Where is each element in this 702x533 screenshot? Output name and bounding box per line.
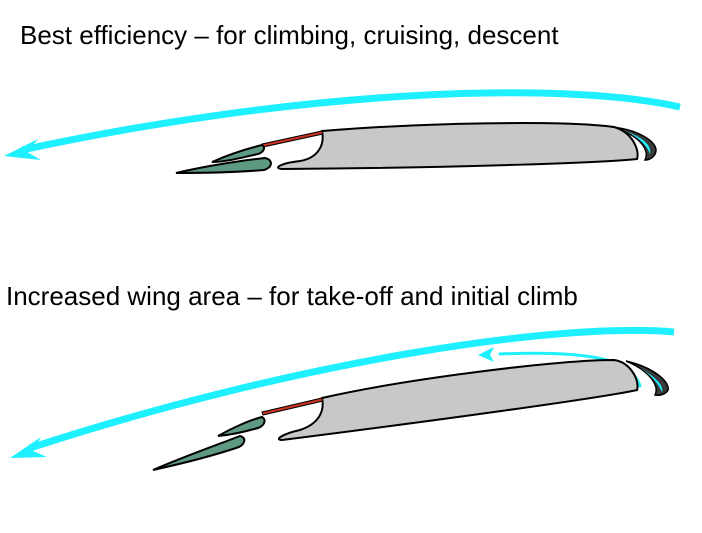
trailing-edge-flap-lower-bottom [152,434,246,471]
main-wing-body-bottom [277,358,639,442]
trailing-edge-flap-lower-top [175,156,272,174]
airflow-arrow-top [21,89,681,154]
airflow-arrow-bottom [28,326,675,452]
spoiler-bottom [261,397,324,416]
slat-gap-highlight-top [625,131,651,154]
slot-airflow-arrowhead [478,347,494,362]
takeoff-configuration [10,326,675,471]
spoiler-top [261,130,324,148]
trailing-edge-flap-upper-bottom [217,415,266,437]
trailing-edge-flap-upper-top [211,143,266,163]
cruise-configuration [4,89,681,174]
main-wing-body-top [277,122,639,171]
airflow-arrowhead-top [4,139,41,160]
leading-edge-slat-bottom [625,360,669,396]
leading-edge-slat-top [611,126,657,161]
bottom-configuration-caption: Increased wing area – for take-off and i… [6,281,578,311]
airflow-arrowhead-bottom [10,437,47,458]
top-configuration-caption: Best efficiency – for climbing, cruising… [20,20,559,50]
